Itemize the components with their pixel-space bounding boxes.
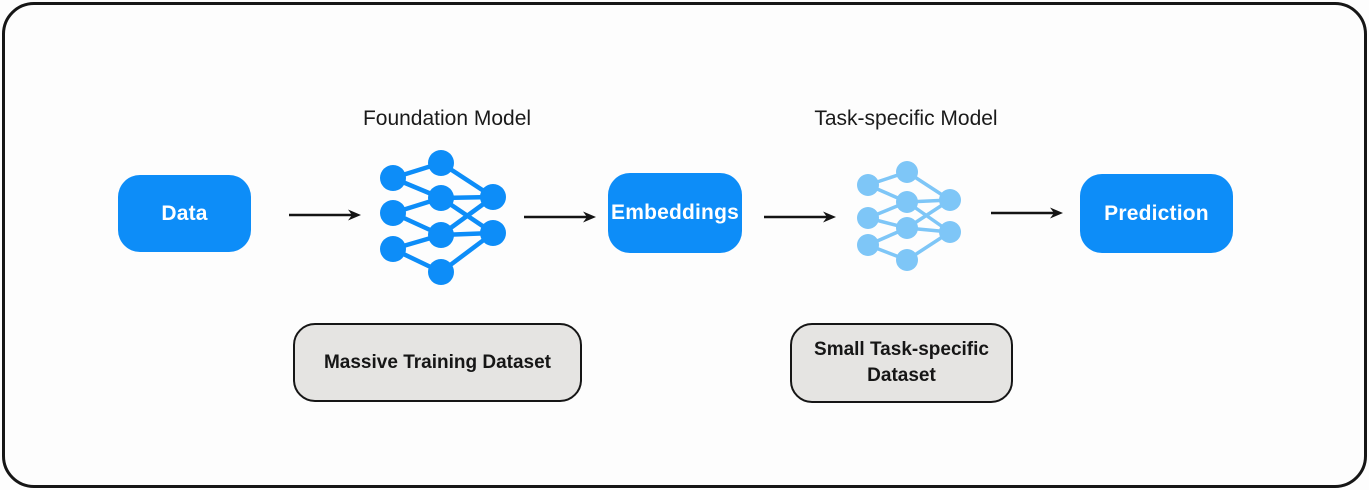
foundation-model-title: Foundation Model bbox=[362, 107, 532, 130]
data-node-label: Data bbox=[161, 201, 208, 225]
network-edges bbox=[867, 170, 952, 262]
task-neural-network-icon bbox=[857, 161, 961, 271]
arrow-right-icon bbox=[524, 211, 596, 223]
network-nodes bbox=[857, 161, 961, 271]
small-task-specific-dataset-box: Small Task-specific Dataset bbox=[790, 323, 1013, 403]
arrow-right-icon bbox=[289, 209, 361, 221]
small-task-specific-dataset-label: Small Task-specific Dataset bbox=[814, 339, 989, 386]
network-nodes bbox=[380, 150, 506, 285]
task-specific-model-title: Task-specific Model bbox=[814, 107, 998, 130]
prediction-node-label: Prediction bbox=[1104, 201, 1209, 225]
prediction-node: Prediction bbox=[1080, 174, 1233, 253]
data-node: Data bbox=[118, 175, 251, 252]
embeddings-node-label: Embeddings bbox=[610, 201, 739, 224]
arrow-right-icon bbox=[764, 211, 836, 223]
network-edges bbox=[392, 160, 495, 275]
massive-training-dataset-label: Massive Training Dataset bbox=[323, 351, 552, 373]
embeddings-node: Embeddings bbox=[608, 173, 742, 253]
arrow-right-icon bbox=[991, 207, 1063, 219]
foundation-neural-network-icon bbox=[380, 150, 506, 285]
massive-training-dataset-box: Massive Training Dataset bbox=[293, 323, 582, 402]
